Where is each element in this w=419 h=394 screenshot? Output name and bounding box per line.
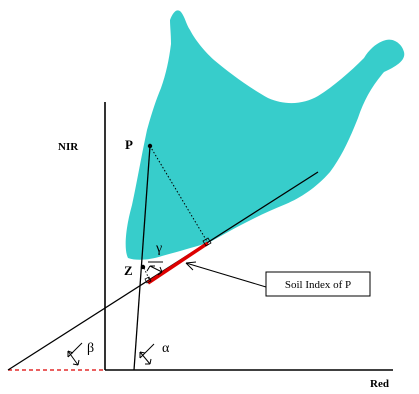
- callout-text: Soil Index of P: [285, 279, 351, 291]
- callout-arrow-line: [185, 262, 267, 288]
- beta-label: β: [87, 341, 94, 356]
- point-z-marker: [140, 264, 146, 270]
- beta-angle-arrow: [67, 342, 83, 366]
- soil-index-segment: [147, 241, 209, 285]
- z-perpendicular: [143, 267, 151, 282]
- red-axis-label: Red: [370, 378, 389, 390]
- right-angle-mark: [202, 237, 212, 247]
- right-angle-mark-z: [144, 276, 152, 284]
- alpha-angle-arrow: [139, 343, 155, 365]
- nir-axis-label: NIR: [58, 141, 79, 153]
- pz-line: [133, 145, 151, 371]
- gamma-label: γ: [155, 241, 162, 256]
- callout-arrow-head: [185, 261, 197, 271]
- pixel-cloud: [125, 10, 405, 260]
- perpendicular-line: [149, 145, 209, 244]
- point-p-label: P: [125, 137, 133, 152]
- callout-box: [265, 271, 371, 297]
- alpha-label: α: [162, 341, 170, 356]
- point-z-label: Z: [124, 263, 133, 278]
- point-p-marker: [147, 143, 153, 149]
- gamma-angle-arrow: [146, 261, 163, 276]
